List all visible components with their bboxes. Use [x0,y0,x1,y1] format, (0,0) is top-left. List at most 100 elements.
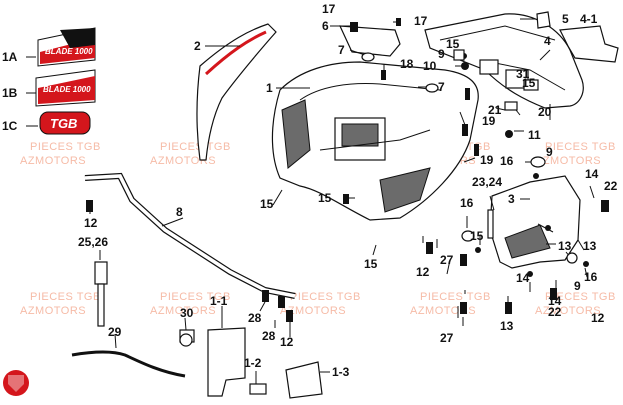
callout-label: 13 [558,239,572,253]
decal-text: BLADE 1000 [43,85,91,94]
washer-16-icon [566,252,578,264]
callout-label: 6 [322,19,329,33]
callout-label: 14 [585,167,599,181]
callout-label: 17 [322,2,336,16]
rod-23-24-icon [487,209,494,239]
callout-label: 20 [538,105,552,119]
watermark-text: AZMOTORS [280,305,346,317]
screw-22-icon [550,288,557,300]
screw-22-icon [601,200,609,212]
bracket-15-icon [479,59,499,75]
callout-label: 8 [176,205,183,219]
screw-28-icon [278,296,285,308]
pad-1-3 [285,361,323,399]
callout-label: 25,26 [78,235,108,249]
callout-label: 5 [562,12,569,26]
knob-5-icon [536,11,551,29]
bracket-31-icon [505,69,529,89]
callout-label: 13 [500,319,514,333]
washer-16-icon [530,156,546,168]
callout-label: 14 [548,294,562,308]
nut-11-icon [505,130,513,138]
callout-label: 9 [574,279,581,293]
screw-27-icon [460,254,467,266]
decal-1b: BLADE 1000 [35,69,96,107]
screw-12-icon [86,200,93,212]
callout-label: 19 [482,114,496,128]
callout-label: 30 [180,306,194,320]
callout-label: 22 [548,305,562,319]
screw-27-icon [460,302,467,314]
watermark-text: AZMOTORS [535,305,601,317]
callout-label: 14 [516,271,530,285]
hose-29 [71,350,186,378]
callout-label: 28 [248,311,262,325]
callout-label: 15 [318,191,332,205]
callout-label: 7 [338,43,345,57]
bracket-15-icon [453,49,465,61]
screw-13-icon [505,302,512,314]
callout-label: 1-2 [244,356,262,370]
callout-label: 4-1 [580,12,598,26]
hardware [86,11,609,347]
watermark-text: PIECES TGB [420,291,491,303]
callout-label: 22 [604,179,618,193]
screw-28-icon [262,290,269,302]
callout-label: 15 [446,37,460,51]
rack-pad-4-1 [559,25,619,63]
callout-label: 27 [440,253,454,267]
callout-label: 31 [516,67,530,81]
watermark-text: PIECES TGB [30,291,101,303]
callout-label: 1B [2,86,18,100]
watermark-text: AZMOTORS [410,305,476,317]
screw-12-icon [426,242,433,254]
nut-9-icon [545,225,551,231]
nut-15-icon [475,247,481,253]
pad-1-2 [249,383,267,395]
callout-label: 11 [528,128,541,142]
watermark-text: AZMOTORS [20,305,86,317]
nut-14-icon [583,261,589,267]
callout-label: 12 [280,335,294,349]
callout-label: 1 [266,81,273,95]
callout-label: 1-1 [210,294,228,308]
decal-text: TGB [50,116,77,131]
watermark-text: PIECES TGB [30,141,101,153]
callout-label: 16 [460,196,474,210]
watermark-text: PIECES TGB [160,291,231,303]
washer-16-icon [461,230,475,242]
watermark-text: PIECES TGB [290,291,361,303]
watermark-text: AZMOTORS [535,155,601,167]
screw-12-icon [286,310,293,322]
callout-label: 12 [416,265,430,279]
clip-30-icon [179,333,193,347]
callout-label: 13 [583,239,597,253]
callout-label: 2 [194,39,201,53]
watermark-text: PIECES TGB [160,141,231,153]
callout-label: 29 [108,325,122,339]
washer-7-icon [425,83,439,93]
callout-label: 15 [260,197,274,211]
nut-14-icon [527,271,533,277]
cover-1-1 [207,327,246,397]
callout-label: 28 [262,329,276,343]
screw-17-icon [350,22,358,32]
callout-label: 15 [470,229,484,243]
screw-19-icon [474,144,479,156]
washer-7-icon [361,52,375,62]
callout-label: 10 [423,59,437,73]
callout-label: 19 [480,153,494,167]
screw-18-icon [381,70,386,80]
tube-8 [84,172,296,299]
bracket-15-icon [523,79,539,91]
decal-1c: TGB [39,111,91,135]
nut-9-icon [533,173,539,179]
nut-10-icon [461,62,469,70]
callout-label: 1A [2,50,18,64]
callout-label: 9 [546,145,553,159]
brand-shield-logo [3,370,29,396]
callout-label: 12 [591,311,605,325]
watermark-text: AZMOTORS [20,155,86,167]
callout-label: 1-3 [332,365,350,379]
